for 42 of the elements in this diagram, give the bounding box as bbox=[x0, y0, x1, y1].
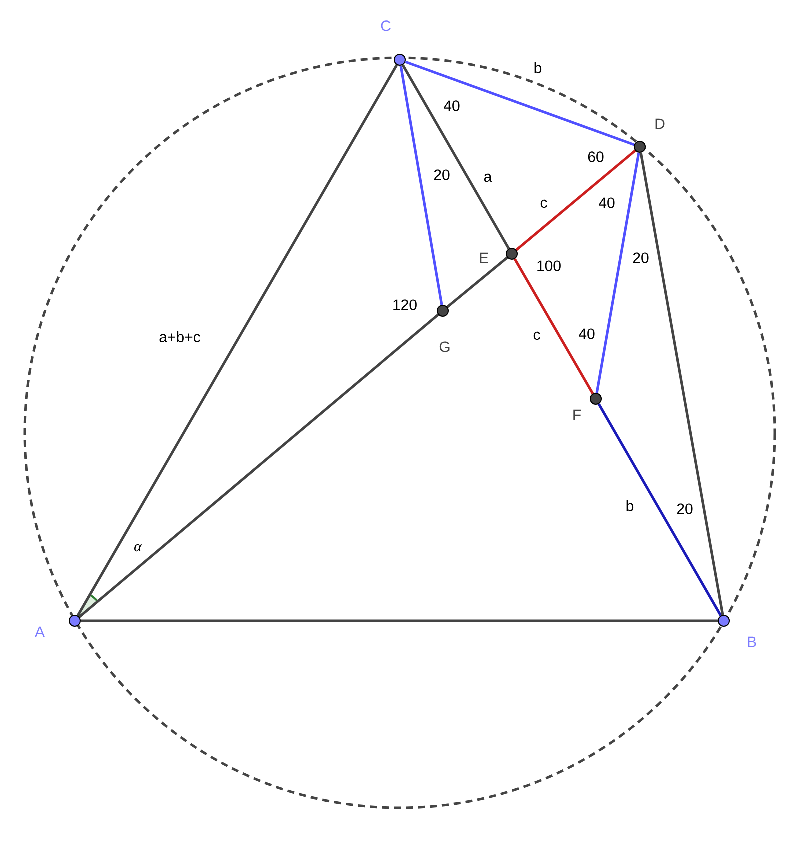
point: B bbox=[718, 615, 756, 648]
point: A bbox=[35, 594, 99, 638]
point: D bbox=[634, 118, 665, 153]
line-segment bbox=[81, 620, 718, 622]
line-segment bbox=[405, 60, 635, 146]
line-segment bbox=[446, 256, 508, 308]
angle-label: α bbox=[134, 544, 142, 552]
node-label: D bbox=[656, 118, 665, 130]
angle-label: 60 bbox=[588, 152, 604, 162]
point: E bbox=[480, 248, 518, 264]
edge-label: a bbox=[482, 172, 494, 184]
point: C bbox=[381, 20, 406, 66]
line-segment bbox=[598, 404, 722, 616]
angle-label: 40 bbox=[444, 100, 460, 112]
line-segment bbox=[78, 314, 440, 618]
angle-label: 120 bbox=[394, 300, 417, 310]
edge-label: b bbox=[532, 62, 544, 74]
angle-label: 20 bbox=[434, 170, 450, 180]
node-label: E bbox=[480, 252, 488, 264]
angle-label: 100 bbox=[538, 260, 561, 272]
edge-label: c bbox=[539, 198, 549, 210]
angle-label: 40 bbox=[579, 328, 595, 340]
angle-label: 20 bbox=[677, 504, 693, 514]
line-segment bbox=[76, 64, 398, 616]
angle-label: 40 bbox=[599, 198, 615, 208]
angle-label: 20 bbox=[633, 252, 649, 264]
point: F bbox=[574, 393, 602, 420]
line-segment bbox=[514, 258, 594, 394]
line-segment bbox=[400, 66, 444, 306]
line-segment bbox=[596, 152, 640, 394]
node-label: B bbox=[748, 636, 756, 648]
node-label: G bbox=[440, 342, 450, 352]
line-segment bbox=[640, 152, 724, 616]
node-label: F bbox=[574, 410, 581, 420]
edge-label: b bbox=[624, 500, 636, 513]
edge-label: a+b+c bbox=[158, 330, 202, 344]
edge-label: c bbox=[532, 330, 542, 342]
line-segment bbox=[402, 64, 510, 250]
line-segment bbox=[516, 150, 636, 252]
point: G bbox=[437, 305, 450, 352]
node-label: A bbox=[35, 626, 45, 638]
node-label: C bbox=[381, 20, 391, 32]
